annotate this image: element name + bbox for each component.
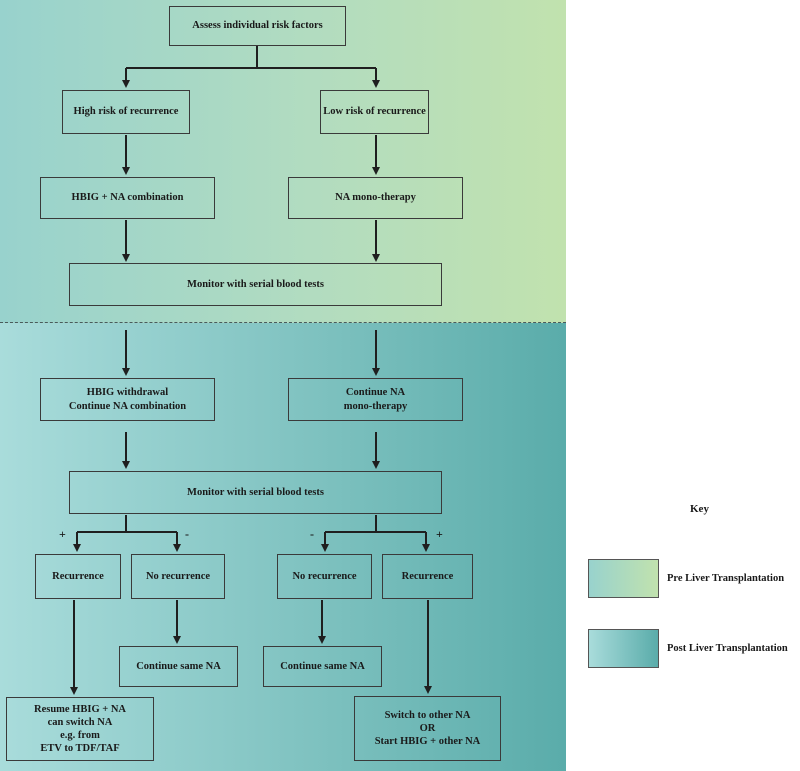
continue-na-monotherapy-box: Continue NA mono-therapy bbox=[288, 378, 463, 421]
negative-sign: - bbox=[310, 527, 314, 541]
hbig-withdrawal-box: HBIG withdrawal Continue NA combination bbox=[40, 378, 215, 421]
negative-sign: - bbox=[185, 527, 189, 541]
pre-transplant-region bbox=[0, 0, 566, 323]
key-title: Key bbox=[690, 503, 709, 515]
continue-same-na-right-box: Continue same NA bbox=[263, 646, 382, 687]
monitor-pre-box: Monitor with serial blood tests bbox=[69, 263, 442, 306]
pre-transplant-label: Pre Liver Transplantation bbox=[667, 573, 785, 584]
recurrence-right-box: Recurrence bbox=[382, 554, 473, 599]
positive-sign: + bbox=[59, 527, 66, 541]
low-risk-box: Low risk of recurrence bbox=[320, 90, 429, 134]
post-transplant-label: Post Liver Transplantation bbox=[667, 643, 788, 654]
recurrence-left-box: Recurrence bbox=[35, 554, 121, 599]
high-risk-box: High risk of recurrence bbox=[62, 90, 190, 134]
phase-divider bbox=[0, 322, 566, 323]
monitor-post-box: Monitor with serial blood tests bbox=[69, 471, 442, 514]
pre-transplant-swatch bbox=[588, 559, 659, 598]
continue-same-na-left-box: Continue same NA bbox=[119, 646, 238, 687]
positive-sign: + bbox=[436, 527, 443, 541]
no-recurrence-left-box: No recurrence bbox=[131, 554, 225, 599]
post-transplant-swatch bbox=[588, 629, 659, 668]
assess-risk-box: Assess individual risk factors bbox=[169, 6, 346, 46]
hbig-na-combination-box: HBIG + NA combination bbox=[40, 177, 215, 219]
resume-hbig-na-box: Resume HBIG + NA can switch NA e.g. from… bbox=[6, 697, 154, 761]
switch-na-box: Switch to other NA OR Start HBIG + other… bbox=[354, 696, 501, 761]
no-recurrence-right-box: No recurrence bbox=[277, 554, 372, 599]
na-monotherapy-box: NA mono-therapy bbox=[288, 177, 463, 219]
